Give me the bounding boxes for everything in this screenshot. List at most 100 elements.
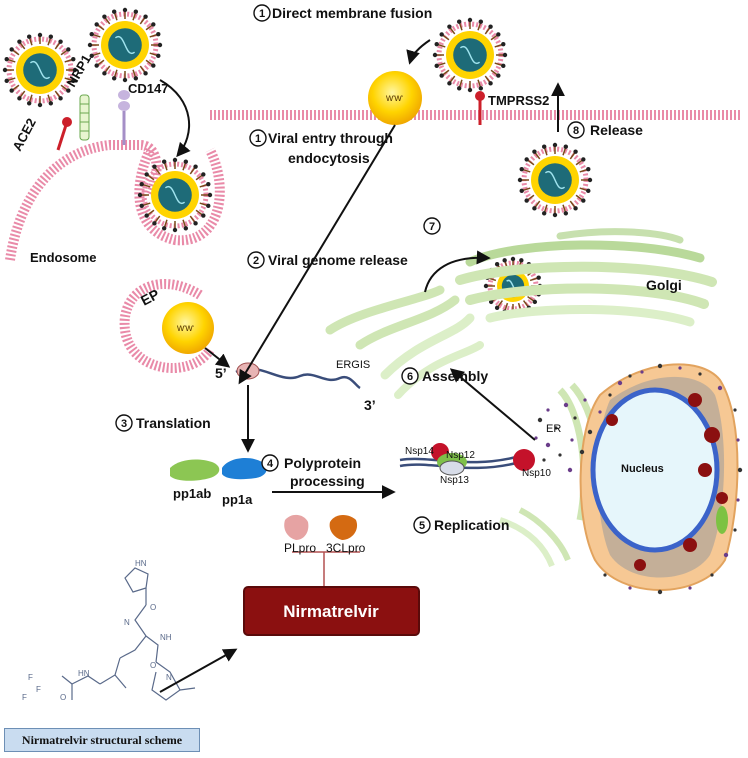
pp1a-protein xyxy=(222,458,267,480)
svg-text:HN: HN xyxy=(78,669,90,678)
nrp1-receptor xyxy=(79,94,90,141)
nsp14-label: Nsp14 xyxy=(405,446,434,457)
ergis-label: ERGIS xyxy=(336,359,370,371)
svg-text:O: O xyxy=(150,661,156,670)
flow-arrows xyxy=(159,39,565,693)
step-number-text: 2 xyxy=(253,255,259,267)
endosome-label: Endosome xyxy=(30,250,96,265)
svg-text:N: N xyxy=(166,673,172,682)
arrow-to-golgi xyxy=(424,250,491,293)
arrow-drug xyxy=(159,648,238,693)
step-number-text: 8 xyxy=(573,125,579,137)
step-number-n2: 2 xyxy=(247,251,265,269)
plpro-protease xyxy=(284,514,309,540)
step-numbers: 1 1 2 3 4 5 6 7 8 xyxy=(115,4,585,534)
ep-label: EP xyxy=(138,286,162,309)
plasma-membrane-left xyxy=(5,140,162,261)
structural-scheme-caption: Nirmatrelvir structural scheme xyxy=(4,728,200,752)
nirmatrelvir-label: Nirmatrelvir xyxy=(283,602,379,621)
step1b-label-line1: Viral entry through xyxy=(268,130,393,146)
step1-label: Direct membrane fusion xyxy=(272,5,432,21)
svg-text:O: O xyxy=(150,603,156,612)
step-number-text: 1 xyxy=(259,8,265,20)
host-cell xyxy=(579,363,739,591)
3clpro-protease xyxy=(329,515,358,540)
ace2-label: ACE2 xyxy=(9,116,39,154)
er-label: ER xyxy=(546,423,561,435)
cd147-label: CD147 xyxy=(128,81,168,96)
step-number-n8: 8 xyxy=(567,121,585,139)
svg-text:ⱳⱳ: ⱳⱳ xyxy=(385,93,403,104)
pp1a-label: pp1a xyxy=(222,492,253,507)
virions xyxy=(2,7,593,316)
pp1ab-protein xyxy=(170,459,220,481)
virion xyxy=(87,7,163,83)
replication-complex xyxy=(399,443,535,476)
svg-text:HN: HN xyxy=(135,559,147,568)
nsp10-subunit xyxy=(513,449,535,471)
golgi-label: Golgi xyxy=(646,277,682,293)
step4-label-line2: processing xyxy=(290,473,365,489)
virion xyxy=(137,157,213,233)
3clpro-label: 3CLpro xyxy=(326,541,366,555)
svg-text:NH: NH xyxy=(160,633,172,642)
pp1ab-label: pp1ab xyxy=(173,486,211,501)
three-prime-label: 3’ xyxy=(364,397,376,413)
nsp13-label: Nsp13 xyxy=(440,475,469,486)
step1b-label-line2: endocytosis xyxy=(288,150,370,166)
svg-text:O: O xyxy=(60,693,66,702)
arrow-endocytosis xyxy=(159,79,191,158)
five-prime-label: 5’ xyxy=(215,365,227,381)
step-number-n5: 5 xyxy=(413,516,431,534)
step-number-n6: 6 xyxy=(401,367,419,385)
step4-label-line1: Polyprotein xyxy=(284,455,361,471)
vesicle-dots xyxy=(534,363,743,595)
step-number-text: 4 xyxy=(267,458,274,470)
step3-label: Translation xyxy=(136,415,211,431)
step-number-text: 7 xyxy=(429,221,435,233)
endosome-fusion: ⱳⱳ xyxy=(119,279,215,373)
arrow-assembly xyxy=(449,368,536,441)
nirmatrelvir-box xyxy=(243,586,420,636)
step5-label: Replication xyxy=(434,517,509,533)
virion xyxy=(2,32,78,108)
golgi-apparatus xyxy=(455,228,717,327)
arrow-genome-release xyxy=(238,124,396,385)
svg-text:F: F xyxy=(36,685,41,694)
step-number-text: 1 xyxy=(255,133,261,145)
step8-label: Release xyxy=(590,122,643,138)
tmprss2-label: TMPRSS2 xyxy=(488,93,549,108)
virion xyxy=(432,17,508,93)
step-number-text: 3 xyxy=(121,418,127,430)
step-number-n7: 7 xyxy=(423,217,441,235)
step-number-n4: 4 xyxy=(261,454,279,472)
plpro-label: PLpro xyxy=(284,541,316,555)
svg-text:ⱳⱳ: ⱳⱳ xyxy=(176,323,194,334)
nsp10-label: Nsp10 xyxy=(522,468,551,479)
inhibition-bar xyxy=(292,551,360,587)
nsp12-label: Nsp12 xyxy=(446,450,475,461)
svg-text:N: N xyxy=(124,618,130,627)
step-number-text: 5 xyxy=(419,520,425,532)
endocytic-pocket xyxy=(134,147,225,246)
nucleus xyxy=(590,387,720,553)
step-number-text: 6 xyxy=(407,371,413,383)
step-number-n3: 3 xyxy=(115,414,133,432)
step6-label: Assembly xyxy=(422,368,488,384)
step-number-n1b: 1 xyxy=(249,129,267,147)
arrow-fusion xyxy=(406,39,431,65)
fusion-virion: ⱳⱳ xyxy=(368,71,422,125)
tmprss2-receptor xyxy=(475,91,485,125)
cd147-receptor xyxy=(118,90,130,145)
arrow-ep-to-rna xyxy=(204,347,231,368)
nucleus-label: Nucleus xyxy=(621,463,664,475)
virion xyxy=(517,142,593,218)
svg-text:F: F xyxy=(22,693,27,702)
step-number-n1: 1 xyxy=(253,4,271,22)
step2-label: Viral genome release xyxy=(268,252,408,268)
nsp13-subunit xyxy=(439,460,465,476)
ace2-receptor xyxy=(56,117,72,151)
svg-text:F: F xyxy=(28,673,33,682)
